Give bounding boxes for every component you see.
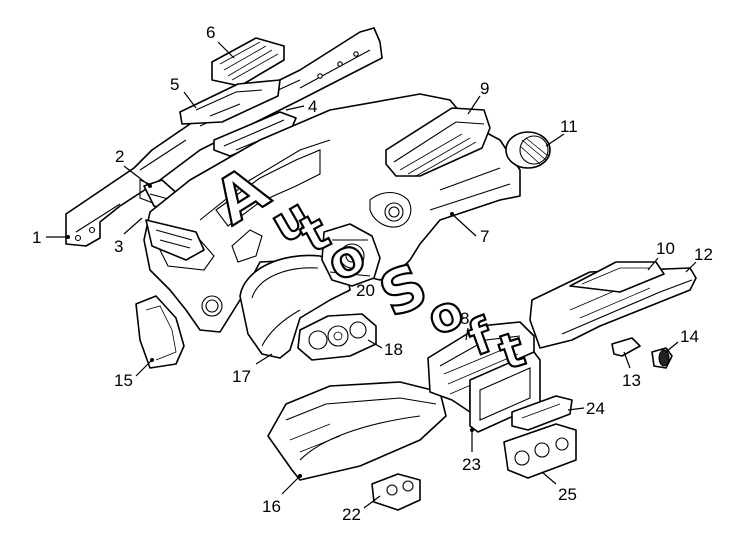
- part-10-glovebox-lid: [569, 261, 665, 293]
- part-13-clip: [611, 337, 641, 357]
- part-25-climate-control: [503, 423, 577, 479]
- callout-3: 3: [114, 237, 123, 256]
- part-6-top-pad: [211, 37, 285, 87]
- callout-11: 11: [560, 117, 578, 136]
- part-11-round-vent: [505, 131, 551, 169]
- part-18-instrument-cluster: [297, 313, 377, 361]
- part-16-lower-panel: [267, 381, 447, 481]
- callout-4: 4: [308, 97, 317, 116]
- callout-22: 22: [342, 505, 361, 524]
- callout-18: 18: [384, 340, 403, 359]
- callout-17: 17: [232, 367, 251, 386]
- callout-24: 24: [586, 399, 605, 418]
- part-20-steering-column: [321, 223, 381, 287]
- callout-15: 15: [114, 371, 133, 390]
- callout-13: 13: [622, 371, 641, 390]
- part-15-side-cover: [135, 295, 185, 369]
- callout-25: 25: [558, 485, 577, 504]
- part-5-upper-tray: [179, 79, 281, 125]
- callout-14: 14: [680, 327, 699, 346]
- part-3-left-vent-panel: [145, 219, 205, 261]
- callout-6: 6: [206, 23, 215, 42]
- leader-lines: [46, 41, 697, 509]
- watermark-letter: S: [370, 250, 438, 332]
- part-17-cluster-hood: [239, 254, 351, 359]
- callout-12: 12: [694, 245, 713, 264]
- callout-23: 23: [462, 455, 481, 474]
- callout-2: 2: [115, 147, 124, 166]
- callout-7: 7: [480, 227, 489, 246]
- callout-8: 8: [460, 309, 469, 328]
- part-24-control-panel: [511, 395, 573, 431]
- callout-1: 1: [32, 228, 41, 247]
- callout-numbers: 1 2 3 4 5 6 7 8 9 10 11 12 13 14 15 16 1…: [32, 23, 713, 524]
- part-14-knob: [651, 347, 673, 369]
- callout-16: 16: [262, 497, 281, 516]
- callout-5: 5: [170, 75, 179, 94]
- callout-10: 10: [656, 239, 675, 258]
- callout-9: 9: [480, 79, 489, 98]
- part-22-switch: [371, 473, 421, 511]
- callout-20: 20: [356, 281, 375, 300]
- part-9-airbag-module: [385, 107, 491, 177]
